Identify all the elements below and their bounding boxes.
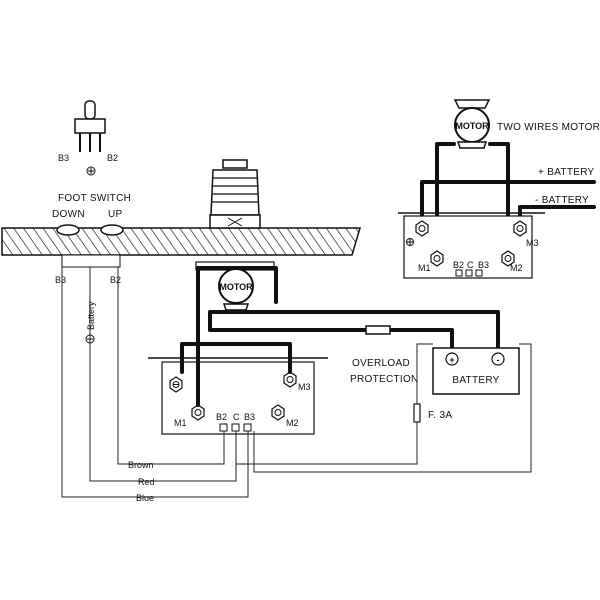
main-m2-label: M2 [286,418,299,428]
foot-switch-b2-label: B2 [110,275,121,285]
two-wire-motor-icon [453,99,491,149]
overload-line1: OVERLOAD [352,358,410,369]
ground-icon [86,166,96,176]
main-b3-label: B3 [244,412,255,422]
main-m3-label: M3 [298,382,311,392]
overload-breaker-icon [365,325,391,335]
motor-power-cables [180,266,500,407]
deck-plank [1,227,362,256]
battery-minus-label: - [497,355,500,365]
two-wire-m3-label: M3 [526,238,539,248]
battery-icon [432,347,520,395]
two-wire-minus-battery: - BATTERY [535,195,589,206]
foot-switch-up-label: UP [108,209,123,220]
wire-brown-label: Brown [128,460,154,470]
wire-blue-label: Blue [136,493,154,503]
m2-terminal-icon [271,404,285,421]
m1-terminal-icon [191,404,205,421]
foot-switch-buttons [56,224,124,268]
two-wire-title: TWO WIRES MOTOR [497,122,600,133]
two-wire-terminals [406,220,527,277]
wire-red-label: Red [138,477,155,487]
foot-switch-title: FOOT SWITCH [58,193,131,204]
two-wire-m1-label: M1 [418,263,431,273]
main-m1-label: M1 [174,418,187,428]
control-wires [61,267,532,498]
battery-label: BATTERY [452,375,499,386]
main-c-label: C [233,412,240,422]
fuse-icon [413,403,421,423]
toggle-switch-icon [74,100,106,152]
m3-terminal-icon [283,371,297,388]
two-wire-m2-label: M2 [510,263,523,273]
windlass-drum-icon [209,159,261,229]
two-wire-b2-label: B2 [453,260,464,270]
switch-b3-label: B3 [58,153,69,163]
two-wire-plus-battery: + BATTERY [538,167,595,178]
ground-terminal-icon [169,376,183,393]
foot-switch-b3-label: B3 [55,275,66,285]
fuse-label: F. 3A [428,410,452,421]
two-wire-b3-label: B3 [478,260,489,270]
foot-switch-down-label: DOWN [52,209,85,220]
switch-b2-label: B2 [107,153,118,163]
overload-line2: PROTECTION [350,374,419,385]
battery-lead-label: Battery [85,301,96,344]
main-b2-label: B2 [216,412,227,422]
two-wire-c-label: C [467,260,474,270]
svg-text:Battery: Battery [86,301,96,330]
main-small-terminals [219,423,252,432]
two-wire-motor-label: MOTOR [455,121,489,131]
battery-plus-label: + [449,355,454,365]
main-motor-label: MOTOR [219,282,253,292]
